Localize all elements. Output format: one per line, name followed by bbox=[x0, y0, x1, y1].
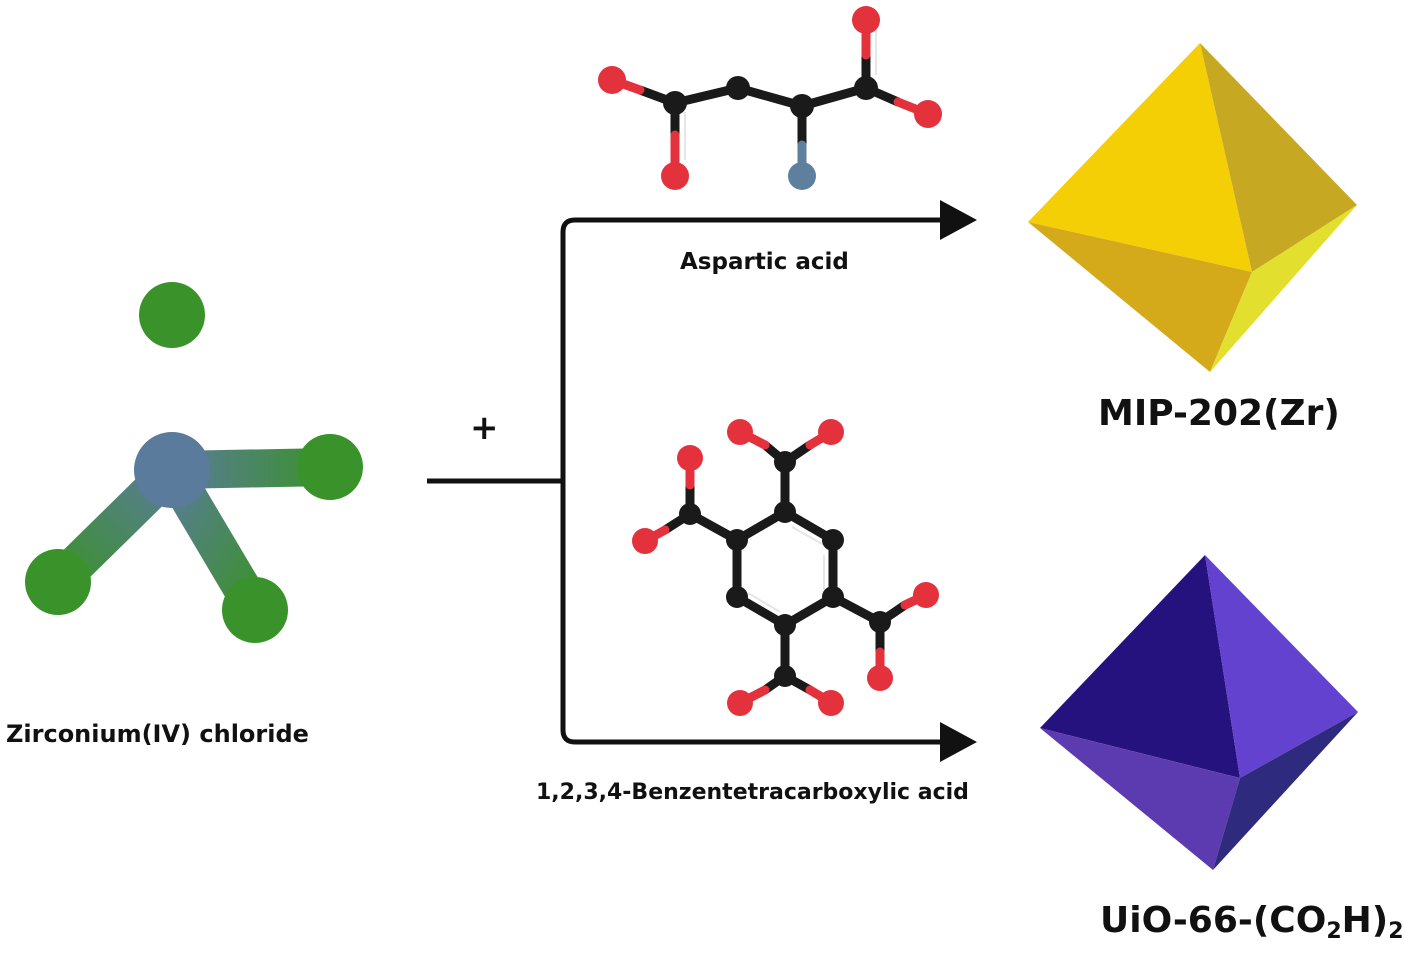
mip-202-label: MIP-202(Zr) bbox=[1098, 393, 1340, 434]
oxygen-atom bbox=[852, 6, 880, 34]
uio-66-label-mid: H) bbox=[1341, 900, 1389, 941]
oxygen-atom bbox=[818, 419, 844, 445]
aspartic-acid-molecule bbox=[598, 6, 942, 190]
aspartic-acid-label: Aspartic acid bbox=[680, 249, 849, 275]
plus-sign: + bbox=[470, 408, 499, 448]
chlorine-atom bbox=[222, 577, 288, 643]
oxygen-atom bbox=[867, 665, 893, 691]
zrcl4-molecule bbox=[25, 282, 363, 643]
reaction-arrows bbox=[427, 217, 945, 745]
zirconium-chloride-label: Zirconium(IV) chloride bbox=[6, 720, 309, 748]
oxygen-atom bbox=[632, 528, 658, 554]
oxygen-atom bbox=[727, 419, 753, 445]
uio-66-label-main: UiO-66-(CO bbox=[1100, 900, 1327, 941]
uio-66-subscript: 2 bbox=[1388, 919, 1404, 944]
uio-66-subscript: 2 bbox=[1326, 919, 1342, 944]
zirconium-atom bbox=[134, 432, 210, 508]
oxygen-atom bbox=[727, 690, 753, 716]
benzenetetracarboxylic-acid-molecule bbox=[632, 419, 939, 716]
oxygen-atom bbox=[913, 582, 939, 608]
oxygen-atom bbox=[818, 690, 844, 716]
branch-top bbox=[560, 217, 945, 481]
nitrogen-atom bbox=[788, 162, 816, 190]
oxygen-atom bbox=[598, 66, 626, 94]
arrowhead-top bbox=[940, 200, 977, 240]
uio-66-label: UiO-66-(CO2H)2 bbox=[1100, 900, 1404, 944]
oxygen-atom bbox=[677, 445, 703, 471]
chlorine-atom bbox=[139, 282, 205, 348]
oxygen-atom bbox=[914, 100, 942, 128]
uio-66-octahedron bbox=[1040, 555, 1358, 870]
oxygen-atom bbox=[661, 162, 689, 190]
chlorine-atom bbox=[25, 549, 91, 615]
chlorine-atom bbox=[297, 434, 363, 500]
branch-bottom bbox=[560, 481, 945, 745]
arrowhead-bottom bbox=[940, 722, 977, 762]
mip-202-octahedron bbox=[1028, 43, 1357, 372]
benzenetetracarboxylic-acid-label: 1,2,3,4-Benzentetracarboxylic acid bbox=[536, 780, 969, 805]
